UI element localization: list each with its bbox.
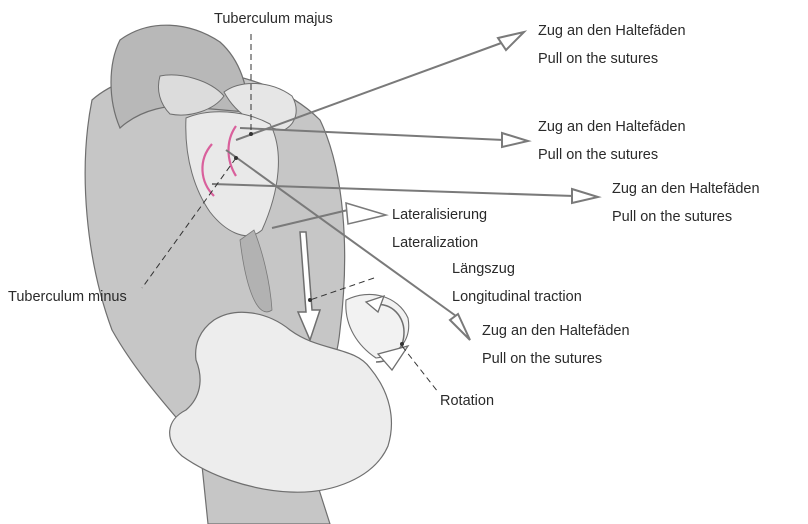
label-rotation: Rotation — [440, 394, 494, 409]
suture-1 — [236, 32, 524, 140]
label-suture-3-en: Pull on the sutures — [612, 210, 732, 225]
label-lateralization-de: Lateralisierung — [392, 208, 487, 223]
leader-dot-rotation — [400, 342, 404, 346]
label-suture-1-en: Pull on the sutures — [538, 52, 658, 67]
label-suture-2-en: Pull on the sutures — [538, 148, 658, 163]
label-suture-2-de: Zug an den Haltefäden — [538, 120, 686, 135]
label-longitudinal-de: Längszug — [452, 262, 515, 277]
label-longitudinal-en: Longitudinal traction — [452, 290, 582, 305]
leader-dot-minus — [234, 156, 238, 160]
label-suture-4-en: Pull on the sutures — [482, 352, 602, 367]
label-lateralization-en: Lateralization — [392, 236, 478, 251]
label-suture-4-de: Zug an den Haltefäden — [482, 324, 630, 339]
label-tuberculum-minus: Tuberculum minus — [8, 290, 127, 305]
label-tuberculum-majus: Tuberculum majus — [214, 12, 333, 27]
label-suture-3-de: Zug an den Haltefäden — [612, 182, 760, 197]
leader-dot-majus — [249, 132, 253, 136]
label-suture-1-de: Zug an den Haltefäden — [538, 24, 686, 39]
leader-dot-longitudinal — [308, 298, 312, 302]
